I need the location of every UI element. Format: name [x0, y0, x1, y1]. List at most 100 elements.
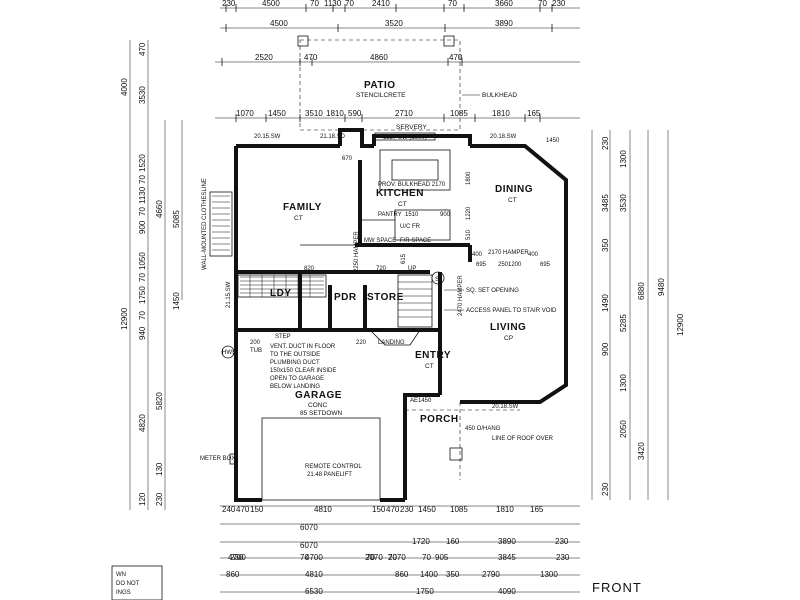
bot-r2-0: 6070	[300, 523, 318, 532]
left-dimension-chains	[129, 40, 183, 510]
left-dim-0: 4000	[120, 78, 129, 96]
right-dim-11: 1300	[619, 374, 628, 392]
room-labels: FAMILY CT KITCHEN CT DINING CT LIVING CP…	[270, 184, 533, 425]
sw-2115: 21.15.SW	[226, 281, 232, 308]
uc-fr-label: U/C FR	[400, 224, 421, 230]
sq-set-label: SQ. SET OPENING	[466, 288, 519, 294]
left-dim-1: 3530	[138, 86, 147, 104]
sw-2018-top: 20.18.SW	[490, 134, 517, 140]
living-sub: CP	[504, 335, 513, 342]
top-dim-r4-4: 590	[348, 109, 362, 118]
panelift-label: 21.48 PANELIFT	[307, 472, 352, 478]
ldy-label: LDY	[270, 288, 292, 299]
corner-note-0: WN	[116, 572, 126, 578]
vent-note-1: TO THE OUTSIDE	[270, 352, 320, 358]
pdr-label: PDR	[334, 292, 357, 303]
bottom-dimension-chains	[220, 505, 580, 593]
building-walls	[234, 128, 568, 502]
left-dim-13: 70	[138, 311, 147, 320]
bot-r2-1: 6070	[300, 541, 318, 550]
garage-sub2: 85 SETDOWN	[300, 410, 343, 417]
left-dim-7: 900	[138, 220, 147, 234]
left-dim-11: 70	[138, 273, 147, 282]
bot-r5-6: 1300	[540, 570, 558, 579]
sw-2018-bottom: 20.18.SW	[492, 404, 519, 410]
bot-r3-1: 70	[300, 553, 309, 562]
top-dim-r1-4: 70	[345, 0, 354, 8]
left-dim-20: 120	[138, 492, 147, 506]
left-dim-18: 5820	[155, 392, 164, 410]
bot-r5-3: 1400	[420, 570, 438, 579]
servery-label: SERVERY	[396, 124, 427, 131]
top-dim-r4-2: 3510	[305, 109, 323, 118]
bot-r3-3: 70	[388, 553, 397, 562]
top-dim-r4-5: 2710	[395, 109, 413, 118]
porch-label: PORCH	[420, 414, 459, 425]
clothesline-frame	[209, 191, 233, 257]
hws-unit	[221, 345, 235, 359]
kitchen-bench	[379, 149, 451, 191]
front-label: FRONT	[592, 580, 642, 595]
sd-2118: 21.18.SD	[320, 134, 346, 140]
bot-r4-3: 2070	[388, 553, 406, 562]
garage-sub1: CONC	[308, 402, 327, 409]
left-dim-12: 1750	[138, 286, 147, 304]
bot-r1-0: 240	[222, 505, 236, 514]
bot-r4-7: 230	[556, 553, 570, 562]
left-dim-9: 5085	[172, 210, 181, 228]
top-dim-r3-0: 2520	[255, 53, 273, 62]
smoke-detector-symbol	[431, 271, 445, 285]
patio-label: PATIO	[364, 80, 396, 91]
line-roof-label: LINE OF ROOF OVER	[492, 436, 554, 442]
dining-label: DINING	[495, 184, 533, 195]
patio-post-left	[297, 35, 309, 47]
right-dim-7: 350	[601, 238, 610, 252]
bot-r4-6: 3845	[498, 553, 516, 562]
right-dim-10: 900	[601, 342, 610, 356]
top-dim-r1-0: 230	[222, 0, 236, 8]
top-dim-r4-0: 1070	[236, 109, 254, 118]
right-dim-0: 230	[601, 136, 610, 150]
meter-box-label: METER BOX	[200, 456, 235, 462]
top-dim-r1-9: 230	[552, 0, 566, 8]
bot-r5-1: 4810	[305, 570, 323, 579]
right-dim-12: 2050	[619, 420, 628, 438]
access-panel-label: ACCESS PANEL TO STAIR VOID	[466, 308, 557, 314]
d-695-b: 695	[540, 262, 551, 268]
patio-post-right	[443, 35, 455, 47]
top-dim-r4-8: 165	[527, 109, 541, 118]
right-dim-4: 6880	[637, 282, 646, 300]
stair-treads	[397, 274, 433, 328]
bot-r6-1: 1750	[416, 587, 434, 596]
bot-r5-4: 350	[446, 570, 460, 579]
garage-door-opening	[261, 417, 381, 501]
vent-note-3: 150x150 CLEAR INSIDE	[270, 368, 336, 374]
porch-post	[449, 447, 463, 461]
bot-r3-2: 2070	[365, 553, 383, 562]
d-250: 250	[498, 262, 509, 268]
left-dim-21: 230	[155, 492, 164, 506]
d-220: 220	[356, 340, 367, 346]
top-dim-r1-3: 1130	[324, 0, 342, 8]
bot-r1-3: 4810	[314, 505, 332, 514]
entry-label: ENTRY	[415, 350, 451, 361]
bot-r3-6: 3890	[498, 537, 516, 546]
bot-r4-4: 70	[422, 553, 431, 562]
top-dim-r1-5: 2410	[372, 0, 390, 8]
d-670: 670	[342, 156, 353, 162]
ae1450-label: AE1450	[410, 398, 432, 404]
d-695-a: 695	[476, 262, 487, 268]
bot-r4-1: 4700	[305, 553, 323, 562]
bot-r4-2: 70	[366, 553, 375, 562]
bot-r3-7: 230	[555, 537, 569, 546]
patio-area: PATIO STENCILCRETE BULKHEAD SERVERY 1227…	[297, 35, 517, 141]
svg-text:S: S	[435, 276, 440, 283]
bot-r5-0: 860	[226, 570, 240, 579]
bot-r4-5: 905	[435, 553, 449, 562]
top-dim-r2-1: 3520	[385, 19, 403, 28]
kitchen-label: KITCHEN	[376, 188, 424, 199]
dining-sub: CT	[508, 197, 517, 204]
d-900: 900	[440, 212, 451, 218]
top-dim-r3-1: 470	[304, 53, 318, 62]
step-label: STEP	[275, 334, 291, 340]
